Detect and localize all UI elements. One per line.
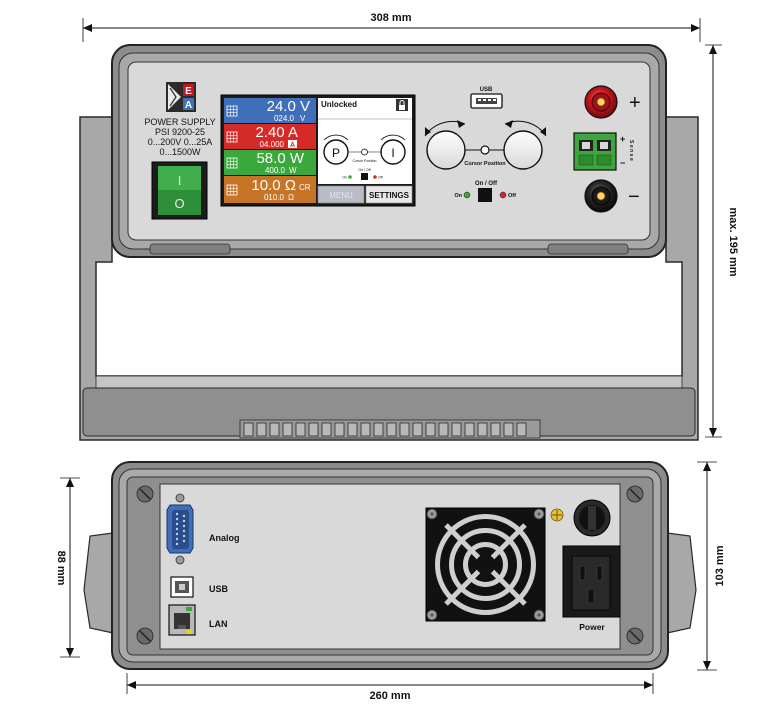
lan-port[interactable]: LAN bbox=[168, 604, 228, 636]
resistance-row: 10.0 Ω CR 010.0 Ω bbox=[224, 176, 316, 203]
negative-output-socket[interactable]: − bbox=[584, 179, 640, 213]
lock-status: Unlocked bbox=[321, 100, 357, 109]
settings-button[interactable]: SETTINGS bbox=[365, 185, 413, 204]
voltage-actual: 24.0 V bbox=[267, 98, 310, 115]
rear-height-outer-label: 103 mm bbox=[714, 545, 726, 586]
knob-right-label: I bbox=[391, 146, 394, 160]
rear-height-inner-dimension: 88 mm bbox=[55, 477, 80, 658]
front-width-label: 308 mm bbox=[371, 12, 412, 24]
display-on-label: On bbox=[342, 176, 347, 180]
rear-height-outer-dimension: 103 mm bbox=[697, 461, 726, 671]
front-usb-label: USB bbox=[480, 87, 493, 93]
model-line-3: 0...200V 0...25A bbox=[148, 137, 213, 147]
power-label: Power bbox=[579, 622, 605, 632]
sense-label: Sense bbox=[628, 140, 634, 162]
current-actual: 2.40 A bbox=[255, 124, 298, 141]
front-height-dimension: max. 195 mm bbox=[705, 44, 739, 438]
touch-display[interactable]: 24.0 V 024.0 V 2.40 A 04.000 A 58.0 W 40… bbox=[220, 94, 416, 207]
resistance-actual: 10.0 Ω bbox=[251, 177, 296, 194]
front-usb-port[interactable]: USB bbox=[470, 87, 503, 109]
positive-output-socket[interactable]: + bbox=[584, 85, 641, 119]
front-width-dimension: 308 mm bbox=[82, 12, 701, 42]
power-actual: 58.0 W bbox=[256, 150, 304, 167]
brand-letter-e: E bbox=[185, 86, 192, 97]
rotary-knob-right[interactable] bbox=[503, 120, 547, 170]
voltage-set: 024.0 bbox=[274, 114, 295, 123]
rear-handle-right bbox=[666, 532, 697, 634]
menu-button[interactable]: MENU bbox=[317, 185, 365, 204]
model-label: POWER SUPPLY PSI 9200-25 0...200V 0...25… bbox=[144, 117, 215, 157]
display-onoff-label: On / Off bbox=[358, 168, 370, 172]
positive-sign: + bbox=[629, 92, 641, 114]
model-line-4: 0...1500W bbox=[159, 147, 201, 157]
negative-sign: − bbox=[628, 186, 640, 208]
sense-terminal[interactable]: + − Sense bbox=[573, 132, 634, 171]
current-row: 2.40 A 04.000 A bbox=[224, 124, 316, 149]
lock-icon[interactable] bbox=[396, 99, 408, 111]
resistance-set: 010.0 bbox=[264, 193, 285, 202]
display-off-label: Off bbox=[378, 176, 383, 180]
ground-screw bbox=[550, 508, 564, 522]
power-inlet[interactable]: Power bbox=[562, 545, 621, 632]
analog-label: Analog bbox=[209, 533, 240, 543]
knob-left-label: P bbox=[332, 146, 340, 160]
voltage-unit: V bbox=[300, 114, 306, 123]
rear-width-dimension: 260 mm bbox=[126, 673, 654, 702]
power-unit: W bbox=[289, 166, 297, 175]
sense-plus-sign: + bbox=[620, 134, 625, 144]
resistance-unit: Ω bbox=[288, 193, 294, 202]
power-set: 400.0 bbox=[265, 166, 286, 175]
brand-logo: E A bbox=[166, 82, 196, 112]
model-line-2: PSI 9200-25 bbox=[155, 127, 205, 137]
voltage-row: 24.0 V 024.0 V bbox=[224, 98, 316, 123]
rear-usb-label: USB bbox=[209, 584, 229, 594]
current-unit: A bbox=[290, 142, 295, 149]
menu-button-label: MENU bbox=[329, 191, 353, 200]
rotary-knob-left[interactable] bbox=[424, 120, 466, 170]
cursor-position-label: Cursor Position bbox=[464, 161, 506, 167]
display-knob-right: I bbox=[380, 134, 406, 165]
current-set: 04.000 bbox=[260, 140, 285, 149]
handle-grip-ribs bbox=[239, 419, 541, 439]
off-label: Off bbox=[508, 193, 516, 199]
switch-on-mark: I bbox=[178, 173, 182, 188]
carrying-handle bbox=[79, 116, 699, 441]
power-row: 58.0 W 400.0 W bbox=[224, 150, 316, 175]
sense-minus-sign: − bbox=[620, 158, 625, 168]
rear-handle-left bbox=[83, 532, 114, 634]
on-label: On bbox=[454, 193, 462, 199]
output-onoff-control[interactable]: On / Off On Off bbox=[454, 181, 516, 202]
rear-usb-port[interactable]: USB bbox=[170, 576, 229, 598]
lan-label: LAN bbox=[209, 619, 228, 629]
resistance-mode: CR bbox=[299, 183, 311, 192]
brand-letter-a: A bbox=[185, 100, 192, 111]
onoff-label: On / Off bbox=[475, 181, 498, 187]
model-line-1: POWER SUPPLY bbox=[144, 117, 215, 127]
settings-button-label: SETTINGS bbox=[369, 191, 410, 200]
fuse-holder[interactable] bbox=[573, 499, 611, 537]
switch-off-mark: O bbox=[174, 196, 184, 211]
analog-connector[interactable]: Analog bbox=[166, 493, 240, 565]
rear-height-inner-label: 88 mm bbox=[55, 551, 67, 586]
power-switch[interactable]: I O bbox=[151, 161, 208, 220]
front-height-label: max. 195 mm bbox=[727, 207, 739, 276]
cooling-fan bbox=[425, 507, 546, 622]
rear-width-label: 260 mm bbox=[370, 690, 411, 702]
display-cursor-label: Cursor Position bbox=[353, 159, 377, 163]
